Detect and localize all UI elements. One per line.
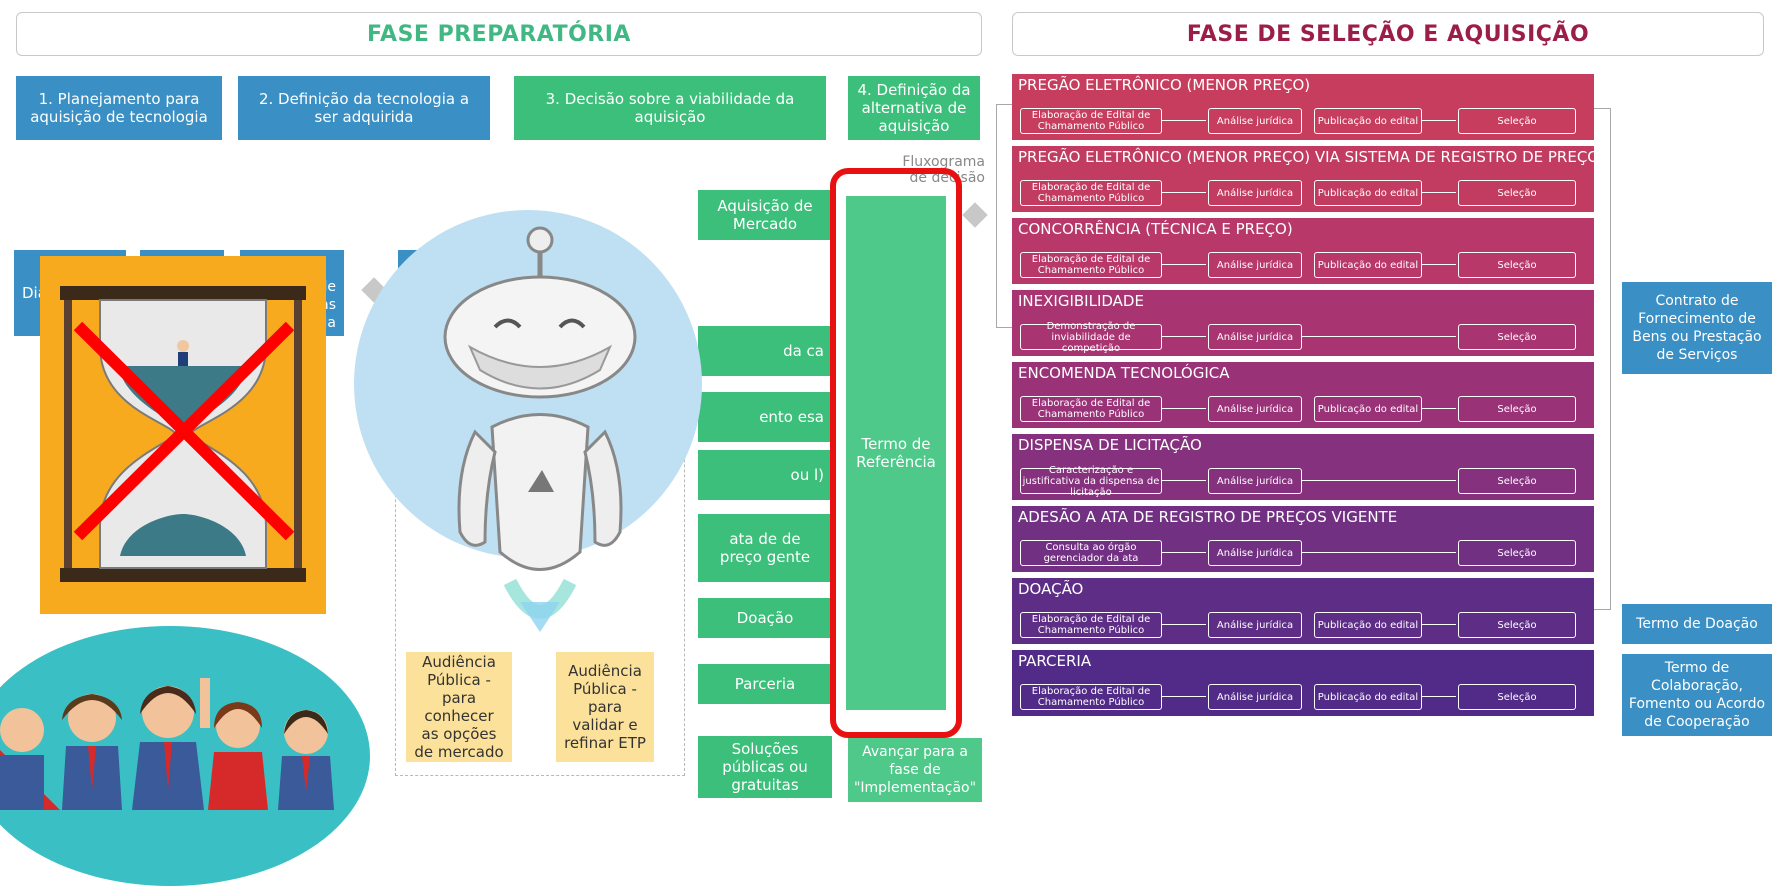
avancar-implementacao: Avançar para a fase de "Implementação" <box>848 738 982 802</box>
decision-diamond-right <box>962 202 988 228</box>
flow-arrow-line <box>1162 408 1206 409</box>
alt-partial-2: da ca <box>698 326 832 376</box>
alt-solucoes-publicas: Soluções públicas ou gratuitas <box>698 736 832 798</box>
audiencia-validar-etp: Audiência Pública - para validar e refin… <box>556 652 654 762</box>
team-icon <box>0 678 334 810</box>
chip-selecao: Seleção <box>1458 684 1576 710</box>
alt-partial-3: ento esa <box>698 392 832 442</box>
chip-analise-juridica: Análise jurídica <box>1208 396 1302 422</box>
flow-arrow-line <box>1302 336 1456 337</box>
chip-first-step: Elaboração de Edital de Chamamento Públi… <box>1020 252 1162 278</box>
chip-first-step: Elaboração de Edital de Chamamento Públi… <box>1020 396 1162 422</box>
flow-arrow-line <box>1302 480 1456 481</box>
outcome-termo-colaboracao: Termo de Colaboração, Fomento ou Acordo … <box>1622 654 1772 736</box>
flow-arrow-line <box>1162 480 1206 481</box>
flow-arrow-line <box>1162 696 1206 697</box>
chip-selecao: Seleção <box>1458 252 1576 278</box>
modalidade-row: ENCOMENDA TECNOLÓGICA Elaboração de Edita… <box>1012 362 1594 428</box>
flow-arrow-line <box>1302 552 1456 553</box>
outcome-termo-doacao: Termo de Doação <box>1622 604 1772 644</box>
chip-publicacao-edital: Publicação do edital <box>1314 684 1422 710</box>
alt-parceria: Parceria <box>698 664 832 704</box>
modalidade-row: PREGÃO ELETRÔNICO (MENOR PREÇO) Elaboraçã… <box>1012 74 1594 140</box>
modalidade-title: DISPENSA DE LICITAÇÃO <box>1018 436 1202 454</box>
step-2-definicao: 2. Definição da tecnologia a ser adquiri… <box>238 76 490 140</box>
flow-arrow-line <box>1162 552 1206 553</box>
phase-header-preparatoria: FASE PREPARATÓRIA <box>16 12 982 56</box>
phase-header-selecao: FASE DE SELEÇÃO E AQUISIÇÃO <box>1012 12 1764 56</box>
flow-arrow-line <box>1422 696 1456 697</box>
outcome-contrato: Contrato de Fornecimento de Bens ou Pres… <box>1622 282 1772 374</box>
chip-analise-juridica: Análise jurídica <box>1208 324 1302 350</box>
modalidade-row: PREGÃO ELETRÔNICO (MENOR PREÇO) VIA SIST… <box>1012 146 1600 212</box>
modalidade-title: ADESÃO A ATA DE REGISTRO DE PREÇOS VIGEN… <box>1018 508 1398 526</box>
modalidade-row: CONCORRÊNCIA (TÉCNICA E PREÇO) Elaboração… <box>1012 218 1594 284</box>
modalidade-title: DOAÇÃO <box>1018 580 1084 598</box>
chip-selecao: Seleção <box>1458 180 1576 206</box>
flow-arrow-line <box>1162 336 1206 337</box>
step-1-planejamento: 1. Planejamento para aquisição de tecnol… <box>16 76 222 140</box>
flow-arrow-line <box>1422 624 1456 625</box>
modalidade-row: DOAÇÃO Elaboração de Edital de Chamamento… <box>1012 578 1594 644</box>
step-4-alternativa: 4. Definição da alternativa de aquisição <box>848 76 980 140</box>
chip-publicacao-edital: Publicação do edital <box>1314 180 1422 206</box>
chip-analise-juridica: Análise jurídica <box>1208 684 1302 710</box>
modalidade-title: PARCERIA <box>1018 652 1092 670</box>
robot-icon <box>443 226 637 632</box>
alt-aquisicao-mercado: Aquisição de Mercado <box>698 190 832 240</box>
step-3-decisao: 3. Decisão sobre a viabilidade da aquisi… <box>514 76 826 140</box>
chip-analise-juridica: Análise jurídica <box>1208 540 1302 566</box>
flow-arrow-line <box>1162 120 1206 121</box>
chip-publicacao-edital: Publicação do edital <box>1314 396 1422 422</box>
audiencia-opcoes-mercado: Audiência Pública - para conhecer as opç… <box>406 652 512 762</box>
modalidade-title: ENCOMENDA TECNOLÓGICA <box>1018 364 1230 382</box>
flow-arrow-line <box>1162 264 1206 265</box>
chip-first-step: Caracterização e justificativa da dispen… <box>1020 465 1162 498</box>
modalidade-row: PARCERIA Elaboração de Edital de Chamamen… <box>1012 650 1594 716</box>
chip-selecao: Seleção <box>1458 108 1576 134</box>
chip-selecao: Seleção <box>1458 540 1576 566</box>
modalidade-title: INEXIGIBILIDADE <box>1018 292 1144 310</box>
chip-first-step: Consulta ao órgão gerenciador da ata <box>1020 540 1162 566</box>
modalidade-row: INEXIGIBILIDADE Demonstração de inviabili… <box>1012 290 1594 356</box>
chip-analise-juridica: Análise jurídica <box>1208 180 1302 206</box>
modalidade-row: ADESÃO A ATA DE REGISTRO DE PREÇOS VIGEN… <box>1012 506 1594 572</box>
alt-partial-4: ou l) <box>698 450 832 500</box>
chip-publicacao-edital: Publicação do edital <box>1314 108 1422 134</box>
chip-first-step: Elaboração de Edital de Chamamento Públi… <box>1020 612 1162 638</box>
flow-arrow-line <box>1422 192 1456 193</box>
chip-selecao: Seleção <box>1458 612 1576 638</box>
chip-first-step: Demonstração de inviabilidade de competi… <box>1020 321 1162 354</box>
modalidade-row: DISPENSA DE LICITAÇÃO Caracterização e ju… <box>1012 434 1594 500</box>
chip-selecao: Seleção <box>1458 468 1576 494</box>
chip-selecao: Seleção <box>1458 324 1576 350</box>
chip-analise-juridica: Análise jurídica <box>1208 108 1302 134</box>
modalidade-title: PREGÃO ELETRÔNICO (MENOR PREÇO) <box>1018 76 1311 94</box>
chip-first-step: Elaboração de Edital de Chamamento Públi… <box>1020 684 1162 710</box>
hourglass-image <box>40 256 326 614</box>
chip-analise-juridica: Análise jurídica <box>1208 468 1302 494</box>
flow-arrow-line <box>1162 624 1206 625</box>
flow-arrow-line <box>1422 120 1456 121</box>
modalidade-title: PREGÃO ELETRÔNICO (MENOR PREÇO) VIA SIST… <box>1018 148 1600 166</box>
chip-publicacao-edital: Publicação do edital <box>1314 612 1422 638</box>
chip-analise-juridica: Análise jurídica <box>1208 252 1302 278</box>
alt-doacao: Doação <box>698 598 832 638</box>
alt-ata-preco: ata de de preço gente <box>698 514 832 582</box>
connector-bracket <box>996 104 1013 328</box>
flow-arrow-line <box>1162 192 1206 193</box>
chip-first-step: Elaboração de Edital de Chamamento Públi… <box>1020 180 1162 206</box>
connector-right-bracket <box>1594 108 1611 610</box>
chip-publicacao-edital: Publicação do edital <box>1314 252 1422 278</box>
chip-analise-juridica: Análise jurídica <box>1208 612 1302 638</box>
hourglass-icon <box>60 286 306 582</box>
highlight-frame <box>830 168 962 738</box>
chip-first-step: Elaboração de Edital de Chamamento Públi… <box>1020 108 1162 134</box>
termo-referencia: Termo de Referência <box>846 196 946 710</box>
flow-arrow-line <box>1422 264 1456 265</box>
chip-selecao: Seleção <box>1458 396 1576 422</box>
modalidade-title: CONCORRÊNCIA (TÉCNICA E PREÇO) <box>1018 220 1293 238</box>
flow-arrow-line <box>1422 408 1456 409</box>
